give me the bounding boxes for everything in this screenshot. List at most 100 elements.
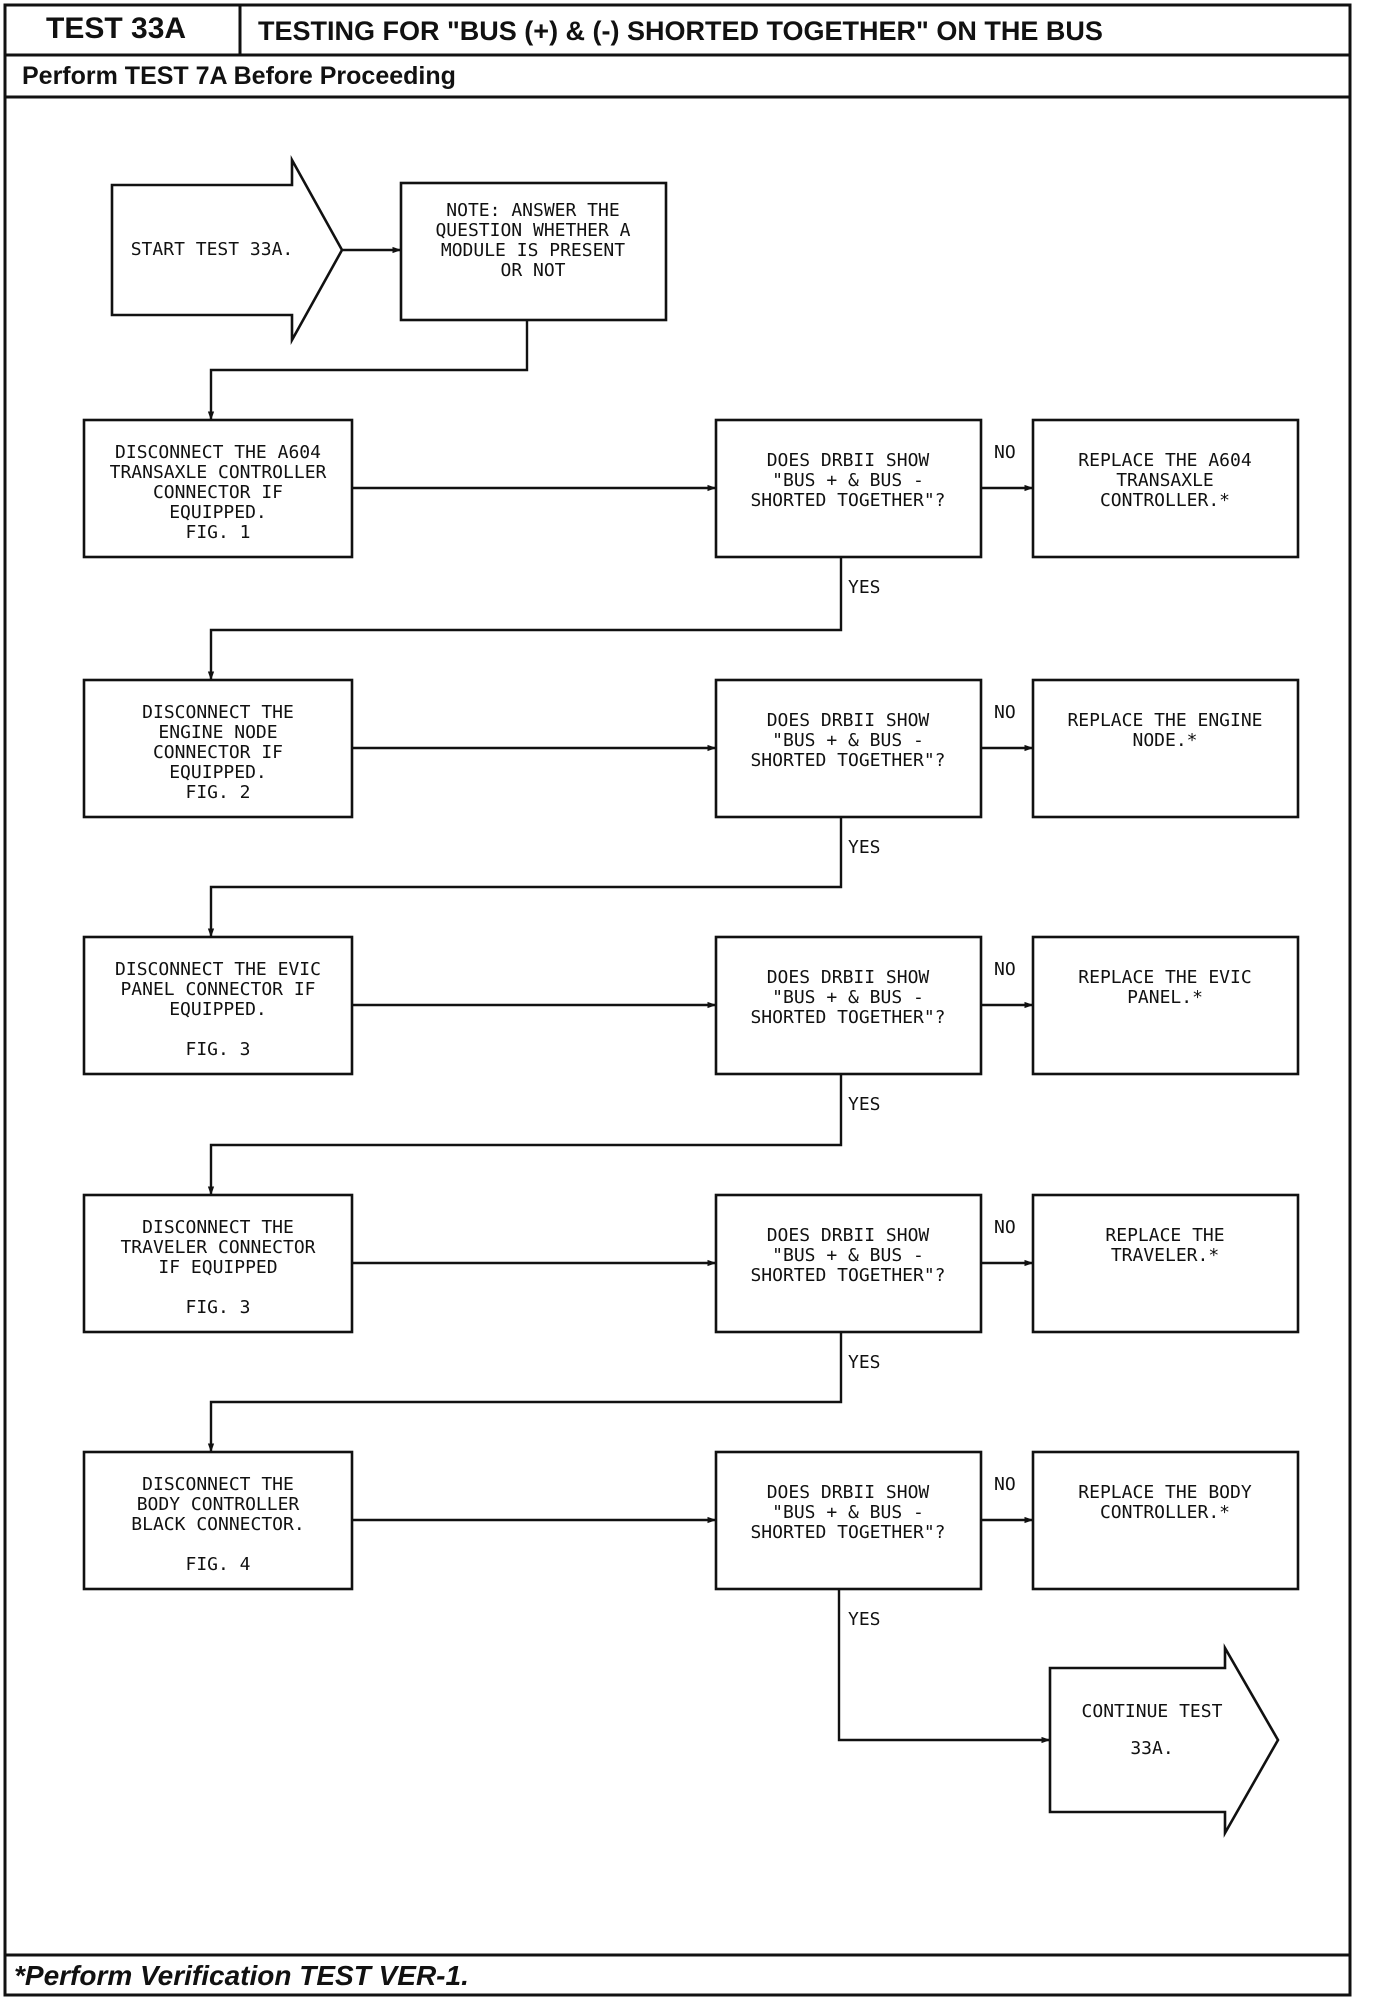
- decision-line: "BUS + & BUS -: [772, 730, 924, 751]
- note-line: MODULE IS PRESENT: [441, 240, 625, 261]
- continue-label: CONTINUE TEST: [1082, 1701, 1223, 1722]
- note-line: NOTE: ANSWER THE: [446, 200, 619, 221]
- action-line: DISCONNECT THE A604: [115, 442, 321, 463]
- action-line: EQUIPPED.: [169, 502, 267, 523]
- no-label: NO: [994, 442, 1016, 463]
- page-title: TESTING FOR "BUS (+) & (-) SHORTED TOGET…: [258, 16, 1103, 46]
- action-line: IF EQUIPPED: [158, 1257, 277, 1278]
- result-line: REPLACE THE A604: [1078, 450, 1251, 471]
- no-label: NO: [994, 1474, 1016, 1495]
- result-line: NODE.*: [1132, 730, 1197, 751]
- action-line: TRANSAXLE CONTROLLER: [110, 462, 327, 483]
- action-line: FIG. 3: [185, 1039, 250, 1060]
- decision-line: DOES DRBII SHOW: [767, 1225, 930, 1246]
- decision-box: DOES DRBII SHOW"BUS + & BUS -SHORTED TOG…: [714, 1450, 983, 1591]
- action-line: PANEL CONNECTOR IF: [120, 979, 315, 1000]
- decision-line: "BUS + & BUS -: [772, 1502, 924, 1523]
- decision-line: SHORTED TOGETHER"?: [750, 1007, 945, 1028]
- connector-yes-branch: [207, 557, 843, 681]
- no-label: NO: [994, 959, 1016, 980]
- result-line: TRANSAXLE: [1116, 470, 1214, 491]
- decision-line: DOES DRBII SHOW: [767, 710, 930, 731]
- action-line: DISCONNECT THE EVIC: [115, 959, 321, 980]
- action-line: BODY CONTROLLER: [137, 1494, 300, 1515]
- decision-line: SHORTED TOGETHER"?: [750, 490, 945, 511]
- connector-note-to-step1: [207, 320, 529, 421]
- action-line: DISCONNECT THE: [142, 1217, 294, 1238]
- yes-label: YES: [848, 837, 881, 858]
- yes-label: YES: [848, 1094, 881, 1115]
- prerequisite-note: Perform TEST 7A Before Proceeding: [22, 62, 456, 90]
- continue-terminal: CONTINUE TEST 33A.: [1048, 1643, 1280, 1838]
- no-label: NO: [994, 702, 1016, 723]
- result-line: PANEL.*: [1127, 987, 1203, 1008]
- result-line: CONTROLLER.*: [1100, 1502, 1230, 1523]
- decision-line: "BUS + & BUS -: [772, 470, 924, 491]
- decision-line: DOES DRBII SHOW: [767, 1482, 930, 1503]
- action-line: FIG. 1: [185, 522, 250, 543]
- decision-line: DOES DRBII SHOW: [767, 450, 930, 471]
- action-line: FIG. 4: [185, 1554, 250, 1575]
- result-line: REPLACE THE: [1105, 1225, 1224, 1246]
- decision-line: DOES DRBII SHOW: [767, 967, 930, 988]
- action-line: BLACK CONNECTOR.: [131, 1514, 304, 1535]
- decision-box: DOES DRBII SHOW"BUS + & BUS -SHORTED TOG…: [714, 935, 983, 1076]
- result-line: TRAVELER.*: [1111, 1245, 1219, 1266]
- continue-label: 33A.: [1130, 1738, 1173, 1759]
- connector-yes-branch: [207, 1074, 843, 1196]
- action-line: CONNECTOR IF: [153, 742, 283, 763]
- connector-yes-branch: [207, 817, 843, 938]
- start-terminal: START TEST 33A.: [110, 154, 344, 346]
- yes-label: YES: [848, 577, 881, 598]
- note-box: NOTE: ANSWER THE QUESTION WHETHER A MODU…: [399, 181, 668, 322]
- decision-line: SHORTED TOGETHER"?: [750, 750, 945, 771]
- action-line: CONNECTOR IF: [153, 482, 283, 503]
- decision-box: DOES DRBII SHOW"BUS + & BUS -SHORTED TOG…: [714, 1193, 983, 1334]
- action-line: DISCONNECT THE: [142, 702, 294, 723]
- connector-yes-branch: [837, 1589, 1051, 1744]
- result-line: REPLACE THE BODY: [1078, 1482, 1252, 1503]
- result-line: REPLACE THE ENGINE: [1067, 710, 1262, 731]
- decision-box: DOES DRBII SHOW"BUS + & BUS -SHORTED TOG…: [714, 678, 983, 819]
- action-line: EQUIPPED.: [169, 762, 267, 783]
- decision-line: SHORTED TOGETHER"?: [750, 1522, 945, 1543]
- verification-footnote: *Perform Verification TEST VER-1.: [14, 1960, 469, 1991]
- decision-line: "BUS + & BUS -: [772, 987, 924, 1008]
- connector-yes-branch: [207, 1332, 843, 1453]
- action-line: DISCONNECT THE: [142, 1474, 294, 1495]
- action-line: ENGINE NODE: [158, 722, 277, 743]
- yes-label: YES: [848, 1352, 881, 1373]
- action-line: FIG. 3: [185, 1297, 250, 1318]
- note-line: QUESTION WHETHER A: [435, 220, 630, 241]
- action-line: FIG. 2: [185, 782, 250, 803]
- decision-line: SHORTED TOGETHER"?: [750, 1265, 945, 1286]
- action-line: TRAVELER CONNECTOR: [120, 1237, 315, 1258]
- test-id: TEST 33A: [46, 12, 186, 45]
- note-line: OR NOT: [500, 260, 565, 281]
- result-line: REPLACE THE EVIC: [1078, 967, 1251, 988]
- no-label: NO: [994, 1217, 1016, 1238]
- result-line: CONTROLLER.*: [1100, 490, 1230, 511]
- decision-line: "BUS + & BUS -: [772, 1245, 924, 1266]
- decision-box: DOES DRBII SHOW"BUS + & BUS -SHORTED TOG…: [714, 418, 983, 559]
- start-label: START TEST 33A.: [131, 239, 294, 260]
- page-frame: [3, 3, 1352, 1997]
- action-line: EQUIPPED.: [169, 999, 267, 1020]
- yes-label: YES: [848, 1609, 881, 1630]
